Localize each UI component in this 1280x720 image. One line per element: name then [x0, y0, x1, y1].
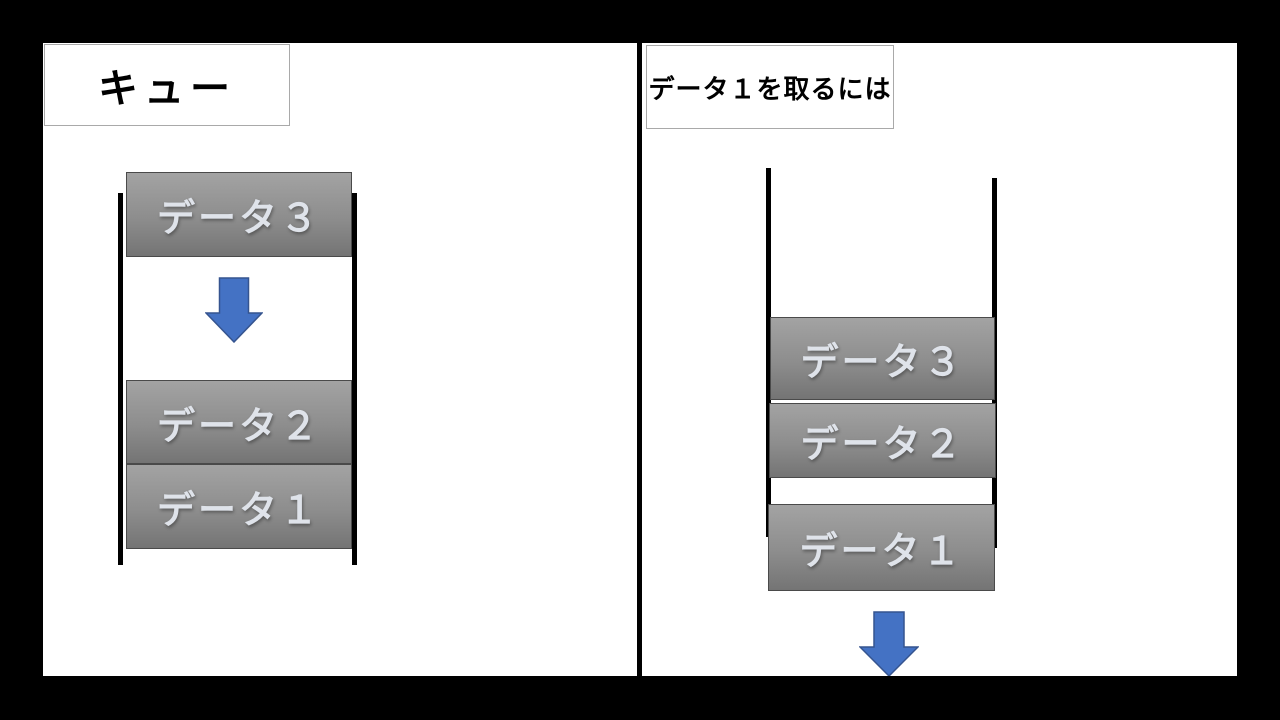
right-queue-item-data3-label: データ３: [800, 342, 965, 384]
left-panel-title: キュー: [98, 67, 236, 111]
left-container-left-wall: [118, 193, 123, 565]
right-queue-item-data2: データ２: [769, 403, 996, 478]
left-container-right-wall: [352, 193, 357, 565]
right-queue-item-data1-label: データ１: [799, 531, 964, 573]
dequeue-down-arrow-shape: [858, 611, 920, 676]
right-queue-item-data1: データ１: [768, 504, 995, 591]
right-panel-title: データ１を取るには: [648, 73, 892, 104]
down-arrow-shape: [204, 277, 264, 344]
slide-area: キュー データ３ データ２ データ１ データ１を取るには データ３ データ: [43, 43, 1237, 676]
left-queue-item-data3: データ３: [126, 172, 352, 257]
left-queue-item-data2: データ２: [126, 380, 352, 464]
left-queue-item-data3-label: データ３: [156, 198, 321, 240]
right-container-left-wall: [766, 168, 771, 537]
panel-divider-line: [637, 43, 642, 676]
left-queue-item-data1-label: データ１: [156, 490, 321, 532]
right-panel-title-box: データ１を取るには: [646, 45, 894, 129]
right-queue-item-data3: データ３: [770, 317, 995, 400]
left-queue-item-data1: データ１: [126, 464, 352, 549]
right-queue-item-data2-label: データ２: [800, 424, 965, 466]
down-arrow-icon: [204, 277, 264, 348]
left-queue-item-data2-label: データ２: [156, 405, 321, 448]
left-panel-title-box: キュー: [44, 44, 290, 126]
dequeue-down-arrow-icon: [858, 611, 920, 676]
